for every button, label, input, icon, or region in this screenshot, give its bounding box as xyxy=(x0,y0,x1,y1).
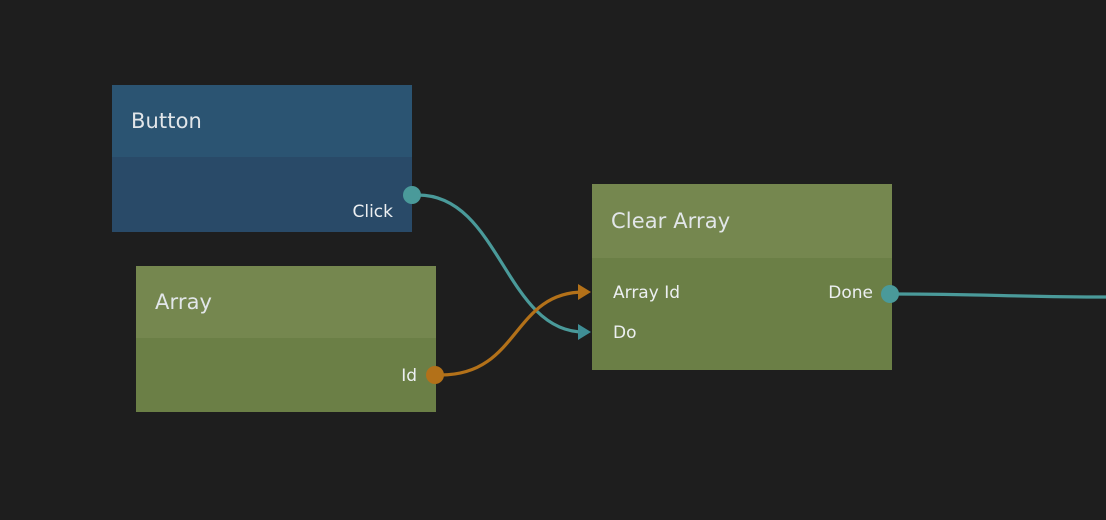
port-row-array-id[interactable]: Array Id xyxy=(592,282,680,304)
port-label-do: Do xyxy=(613,322,637,343)
done-port-dot[interactable] xyxy=(881,285,899,303)
do-port-arrow-icon[interactable] xyxy=(578,324,591,340)
array-id-port-arrow-icon[interactable] xyxy=(578,284,591,300)
node-header[interactable]: Array xyxy=(136,266,436,338)
node-header[interactable]: Clear Array xyxy=(592,184,892,258)
port-row-click[interactable]: Click xyxy=(352,201,412,223)
wire-click-to-do[interactable] xyxy=(416,193,586,334)
port-label-click: Click xyxy=(352,201,393,222)
port-row-id[interactable]: Id xyxy=(401,365,436,387)
node-body: Array Id Do Done xyxy=(592,258,892,370)
wire-done-outgoing[interactable] xyxy=(895,292,1106,299)
port-row-do[interactable]: Do xyxy=(592,322,637,344)
wire-id-to-array-id[interactable] xyxy=(439,290,586,377)
node-button[interactable]: Button Click xyxy=(112,85,421,232)
port-row-done[interactable]: Done xyxy=(828,282,892,304)
node-title: Array xyxy=(155,290,213,314)
node-header[interactable]: Button xyxy=(112,85,412,157)
port-label-done: Done xyxy=(828,282,873,303)
node-body: Click xyxy=(112,157,412,232)
node-body: Id xyxy=(136,338,436,412)
click-port-dot[interactable] xyxy=(403,186,421,204)
node-clear-array[interactable]: Clear Array Array Id Do Done xyxy=(578,184,899,370)
port-label-array-id: Array Id xyxy=(613,282,680,303)
node-array[interactable]: Array Id xyxy=(136,266,444,412)
node-title: Button xyxy=(131,109,202,133)
node-title: Clear Array xyxy=(611,209,731,233)
id-port-dot[interactable] xyxy=(426,366,444,384)
port-label-id: Id xyxy=(401,365,417,386)
